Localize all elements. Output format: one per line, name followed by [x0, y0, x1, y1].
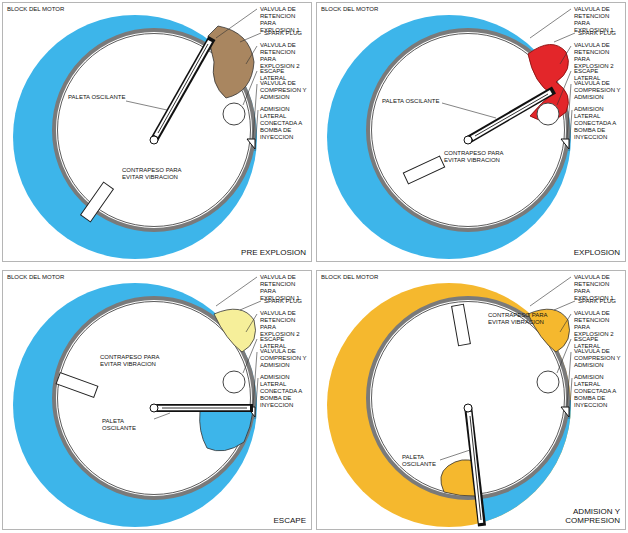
exhaust-panel: [3, 271, 312, 530]
burnt-gas-chamber: [214, 309, 256, 352]
oscillating-vane: [468, 90, 554, 140]
rotor-housing: [368, 30, 568, 230]
side-intake-label: ADMISION LATERAL CONECTADA A BOMBA DE IN…: [260, 106, 302, 140]
intake-compression-panel: [317, 271, 626, 530]
oscillating-vane: [152, 408, 253, 409]
side-exhaust-label: ESCAPE LATERAL: [574, 336, 624, 350]
check-valve-2-label: VALVULA DE RETENCION PARA EXPLOSION 2: [260, 310, 310, 338]
side-intake-label: ADMISION LATERAL CONECTADA A BOMBA DE IN…: [574, 374, 616, 408]
side-intake-label: ADMISION LATERAL CONECTADA A BOMBA DE IN…: [260, 374, 302, 408]
valves-and-leaders: [317, 271, 626, 530]
spark-plug-label: SPARK PLUG: [578, 298, 624, 305]
engine-block-label: BLOCK DEL MOTOR: [7, 274, 107, 281]
engine-block: [13, 15, 257, 259]
counterweight-label: CONTRAPESO PARA EVITAR VIBRACION: [122, 167, 184, 181]
leader-line: [442, 103, 496, 118]
counterweight: [81, 182, 114, 222]
spark-plug-label: SPARK PLUG: [578, 30, 624, 37]
panel-frame: BLOCK DEL MOTOR VALVULA DE RETENCION PARA…: [316, 2, 626, 262]
vane-label: PALETA OSCILANTE: [402, 454, 438, 468]
pivot: [464, 404, 472, 412]
engine-block: [327, 15, 571, 259]
pivot: [150, 404, 158, 412]
panel-frame: BLOCK DEL MOTOR VALVULA DE RETENCION PARA…: [2, 2, 312, 262]
leader-line: [126, 101, 167, 110]
exhaust-chamber: [200, 411, 253, 451]
intake-valve-label: VALVULA DE COMPRESION Y ADMISION: [260, 348, 310, 369]
side-exhaust-label: ESCAPE LATERAL: [260, 68, 310, 82]
side-exhaust-label: ESCAPE LATERAL: [574, 68, 624, 82]
vane-label: PALETA OSCILANTE: [382, 98, 440, 105]
counterweight-label: CONTRAPESO PARA EVITAR VIBRACION: [444, 150, 506, 164]
check-valve-2-label: VALVULA DE RETENCION PARA EXPLOSION 2: [574, 42, 624, 70]
engine-block: [13, 283, 257, 527]
check-valve-1-label: VALVULA DE RETENCION PARA EXPLOSION 1: [574, 274, 624, 302]
phase-title: PRE EXPLOSION: [236, 248, 306, 257]
counterweight: [452, 304, 471, 345]
intake-region: [479, 400, 571, 527]
pre-explosion-panel: [3, 3, 312, 262]
check-valve-1-label: VALVULA DE RETENCION PARA EXPLOSION 1: [574, 6, 624, 34]
leader-line: [154, 413, 170, 419]
check-valve-1-label: VALVULA DE RETENCION PARA EXPLOSION 1: [260, 6, 310, 34]
pivot: [464, 136, 472, 144]
phase-title: EXPLOSION: [550, 248, 620, 257]
side-intake-label: ADMISION LATERAL CONECTADA A BOMBA DE IN…: [574, 106, 616, 140]
intake-valve-label: VALVULA DE COMPRESION Y ADMISION: [574, 80, 624, 101]
engine-block-label: BLOCK DEL MOTOR: [321, 6, 421, 13]
spark-plug-label: SPARK PLUG: [264, 30, 310, 37]
counterweight: [56, 373, 98, 398]
check-valve-2-label: VALVULA DE RETENCION PARA EXPLOSION 2: [260, 42, 310, 70]
valves-and-leaders: [3, 271, 312, 530]
valves-and-leaders: [317, 3, 626, 262]
spark-plug-label: SPARK PLUG: [264, 298, 310, 305]
check-valve-1-label: VALVULA DE RETENCION PARA EXPLOSION 1: [260, 274, 310, 302]
counterweight-label: CONTRAPESO PARA EVITAR VIBRACION: [488, 312, 550, 326]
valves-and-leaders: [3, 3, 312, 262]
pivot: [150, 136, 158, 144]
panel-frame: BLOCK DEL MOTOR VALVULA DE RETENCION PARA…: [316, 270, 626, 530]
engine-block-label: BLOCK DEL MOTOR: [321, 274, 421, 281]
vane-label: PALETA OSCILANTE: [102, 418, 154, 432]
check-valve-2-label: VALVULA DE RETENCION PARA EXPLOSION 2: [574, 310, 624, 338]
side-exhaust-label: ESCAPE LATERAL: [260, 336, 310, 350]
leader-line: [440, 450, 470, 460]
intake-valve-label: VALVULA DE COMPRESION Y ADMISION: [260, 80, 310, 101]
intake-valve-label: VALVULA DE COMPRESION Y ADMISION: [574, 348, 624, 369]
panel-frame: BLOCK DEL MOTOR VALVULA DE RETENCION PARA…: [2, 270, 312, 530]
engine-block-label: BLOCK DEL MOTOR: [7, 6, 107, 13]
counterweight-label: CONTRAPESO PARA EVITAR VIBRACION: [100, 354, 162, 368]
counterweight: [403, 156, 444, 184]
engine-block: [327, 283, 571, 527]
phase-title: ESCAPE: [236, 516, 306, 525]
oscillating-vane: [468, 406, 482, 526]
vane-label: PALETA OSCILANTE: [68, 94, 126, 101]
explosion-panel: [317, 3, 626, 262]
intake-chamber: [441, 460, 476, 496]
phase-title: ADMISION Y COMPRESION: [550, 507, 620, 525]
oscillating-vane: [154, 38, 212, 140]
